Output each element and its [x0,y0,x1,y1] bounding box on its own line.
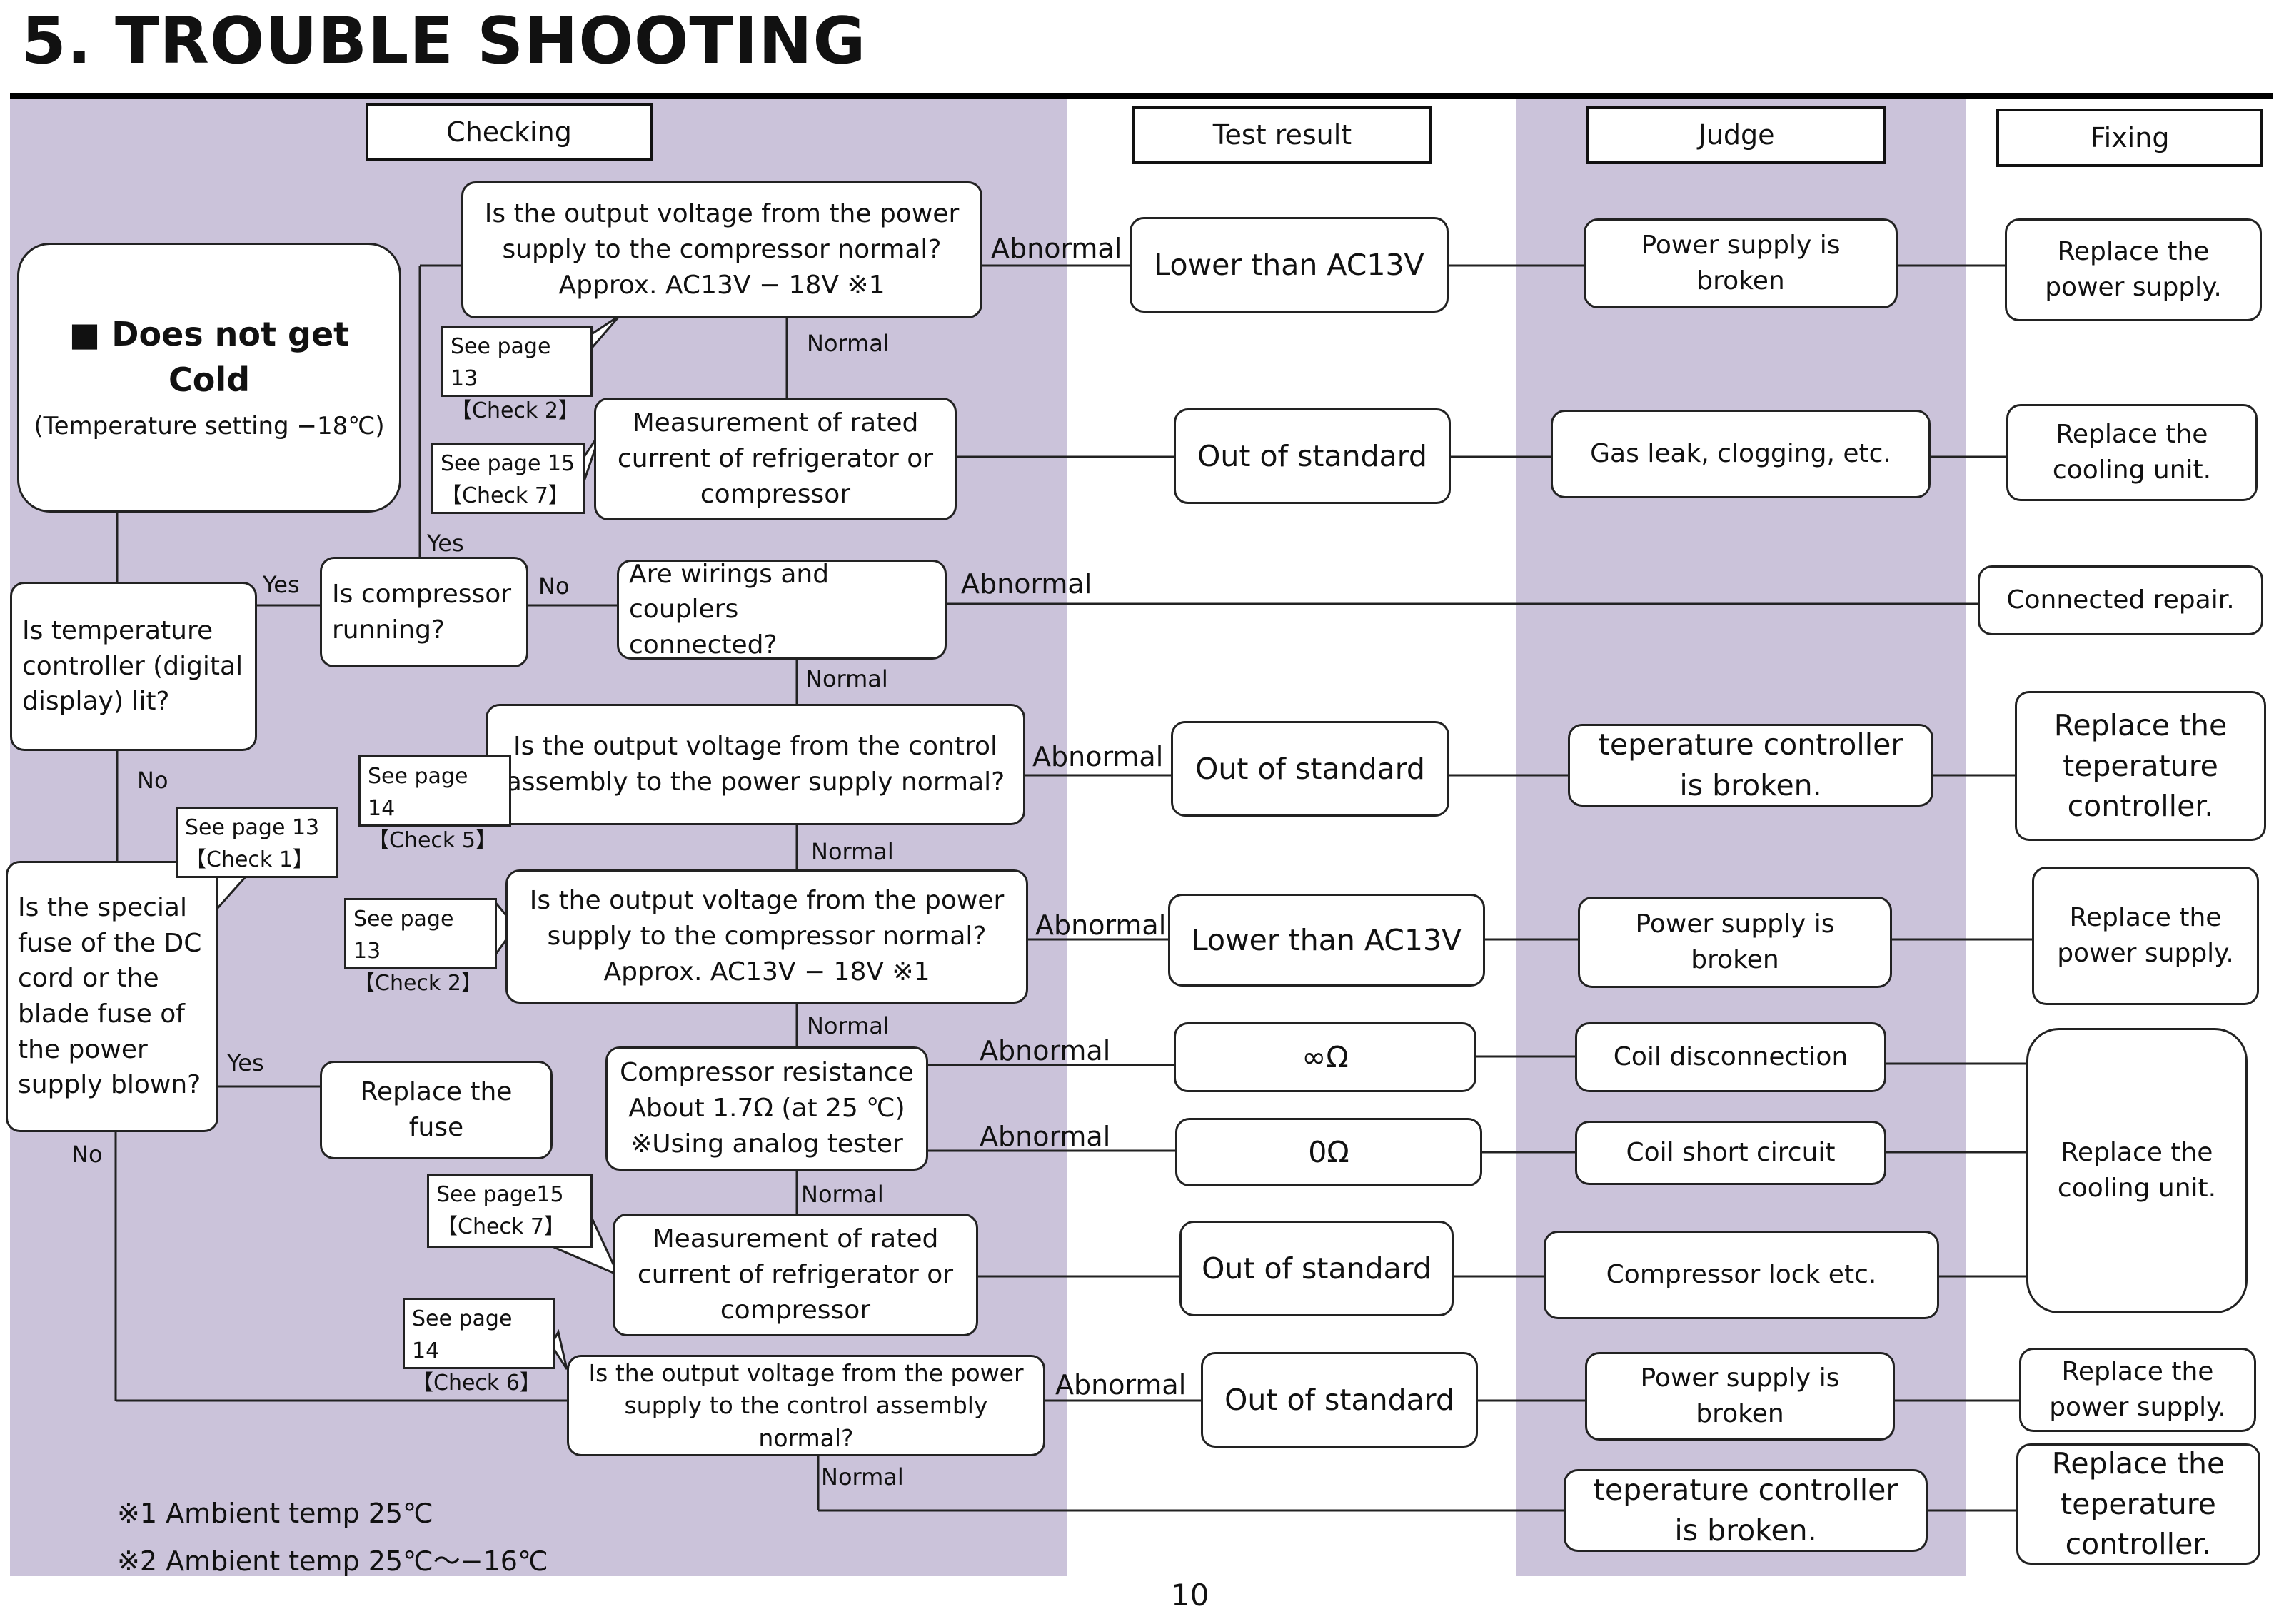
fix-replace-controller-1: Replace the teperature controller. [2015,691,2266,841]
label-abnormal-5: Abnormal [980,1035,1111,1066]
label-abnormal-6: Abnormal [980,1121,1111,1152]
fix-replace-cooling-unit-1: Replace the cooling unit. [2006,404,2258,501]
fix-replace-cooling-unit-2: Replace the cooling unit. [2026,1028,2248,1313]
fix-connected-repair: Connected repair. [1978,565,2263,635]
title-rule [10,93,2273,99]
label-abnormal-1: Abnormal [991,233,1122,264]
header-checking: Checking [366,103,653,161]
header-fixing: Fixing [1996,109,2263,167]
label-no-fuse: No [71,1141,103,1168]
question-wiring-connected: Are wirings and couplers connected? [617,560,947,660]
label-abnormal-2: Abnormal [961,568,1092,600]
note-check-7-top: See page 15 【Check 7】 [431,443,585,514]
result-out-of-standard-1: Out of standard [1174,408,1451,504]
label-yes-running: Yes [263,571,300,598]
result-infinite-ohm: ∞Ω [1174,1022,1476,1092]
fix-replace-power-supply-1: Replace the power supply. [2005,218,2262,321]
note-check-6: See page 14 【Check 6】 [403,1298,555,1396]
label-yes-compressor: Yes [427,530,464,557]
label-yes-fuse: Yes [227,1049,264,1076]
judge-compressor-lock: Compressor lock etc. [1544,1231,1939,1319]
result-out-of-standard-2: Out of standard [1171,721,1449,817]
label-normal-2: Normal [805,665,888,692]
action-replace-fuse: Replace the fuse [320,1061,553,1159]
start-title: ■ Does not get Cold [69,315,350,399]
page-number: 10 [1171,1578,1209,1613]
question-power-voltage-top: Is the output voltage from the power sup… [461,181,982,318]
fix-replace-power-supply-3: Replace the power supply. [2019,1348,2256,1432]
fix-replace-power-supply-2: Replace the power supply. [2032,867,2259,1005]
note-check-1: See page 13 【Check 1】 [176,807,338,878]
label-no-lit: No [137,767,168,794]
start-symptom: ■ Does not get Cold (Temperature setting… [17,243,401,513]
label-no-compressor: No [538,573,570,600]
label-abnormal-3: Abnormal [1032,741,1164,772]
label-abnormal-4: Abnormal [1035,909,1167,941]
judge-controller-broken-2: teperature controller is broken. [1564,1469,1928,1552]
question-rated-current-top: Measurement of rated current of refriger… [594,398,957,520]
result-out-of-standard-3: Out of standard [1179,1221,1454,1316]
note-check-2-mid: See page 13 【Check 2】 [344,898,497,996]
question-controller-lit: Is temperature controller (digital displ… [10,582,257,751]
question-control-assembly-voltage: Is the output voltage from the power sup… [567,1355,1045,1456]
judge-power-supply-broken-3: Power supply is broken [1585,1352,1895,1441]
label-normal-6: Normal [821,1463,904,1491]
question-control-voltage: Is the output voltage from the control a… [486,704,1025,825]
label-normal-3: Normal [811,838,894,865]
note-check-2-top: See page 13 【Check 2】 [441,326,593,423]
header-judge: Judge [1586,106,1886,164]
judge-power-supply-broken-2: Power supply is broken [1578,897,1892,988]
judge-band [1516,99,1966,1576]
result-lower-than-ac13v-top: Lower than AC13V [1130,217,1449,313]
result-zero-ohm: 0Ω [1175,1118,1482,1186]
judge-power-supply-broken-1: Power supply is broken [1584,218,1898,308]
label-normal-1: Normal [807,330,890,357]
label-normal-4: Normal [807,1012,890,1039]
start-subtitle: (Temperature setting −18℃) [34,412,385,441]
question-power-voltage-mid: Is the output voltage from the power sup… [505,869,1028,1004]
judge-controller-broken-1: teperature controller is broken. [1568,724,1933,807]
question-compressor-resistance: Compressor resistance About 1.7Ω (at 25 … [605,1046,928,1171]
question-rated-current-bottom: Measurement of rated current of refriger… [613,1214,978,1336]
label-abnormal-7: Abnormal [1055,1369,1187,1401]
note-check-7-bottom: See page15 【Check 7】 [427,1174,593,1248]
judge-gas-leak: Gas leak, clogging, etc. [1551,410,1931,498]
result-out-of-standard-4: Out of standard [1201,1352,1478,1448]
judge-coil-short-circuit: Coil short circuit [1575,1121,1886,1185]
label-normal-5: Normal [801,1181,884,1208]
footnote-2: ※2 Ambient temp 25℃～−16℃ [117,1545,548,1577]
note-check-5: See page 14 【Check 5】 [358,755,511,853]
footnote-1: ※1 Ambient temp 25℃ [117,1498,433,1529]
page-title: 5. TROUBLE SHOOTING [21,4,867,79]
question-fuse-blown: Is the special fuse of the DC cord or th… [6,861,218,1132]
question-compressor-running: Is compressor running? [320,557,528,667]
result-lower-than-ac13v-mid: Lower than AC13V [1168,894,1485,987]
fix-replace-controller-2: Replace the teperature controller. [2016,1443,2260,1565]
judge-coil-disconnection: Coil disconnection [1575,1022,1886,1092]
header-test-result: Test result [1132,106,1432,164]
